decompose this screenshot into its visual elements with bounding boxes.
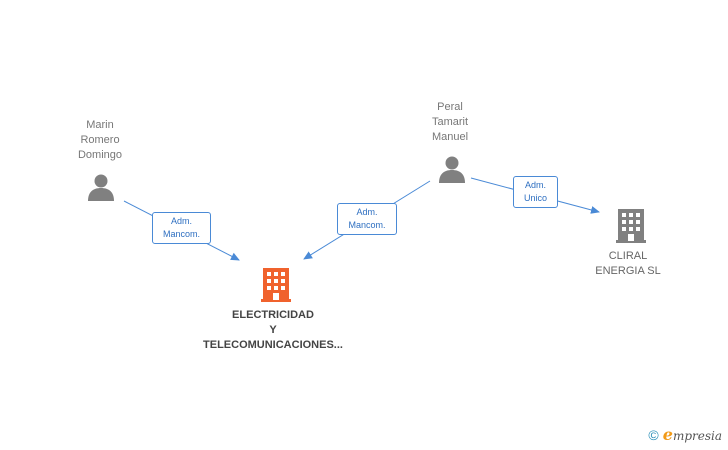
building-icon[interactable]: [616, 209, 646, 243]
edge-label-peral-cliral[interactable]: Adm. Unico: [513, 176, 558, 208]
brand-e: e: [662, 425, 673, 444]
building-icon[interactable]: [261, 268, 291, 302]
node-label-peral[interactable]: Peral Tamarit Manuel: [431, 101, 469, 143]
brand-text: mpresia: [672, 429, 722, 443]
edge-label-marin-electricidad[interactable]: Adm. Mancom.: [152, 212, 211, 244]
person-icon[interactable]: [439, 156, 465, 184]
person-icon[interactable]: [88, 174, 114, 202]
node-label-cliral[interactable]: CLIRAL ENERGIA SL: [595, 250, 661, 277]
brand-logo: © empresia: [648, 425, 722, 444]
edge-label-peral-electricidad[interactable]: Adm. Mancom.: [337, 203, 397, 235]
node-label-marin[interactable]: Marin Romero Domingo: [77, 119, 123, 161]
copyright-icon: ©: [648, 426, 659, 443]
node-label-electricidad[interactable]: ELECTRICIDAD Y TELECOMUNICACIONES...: [203, 309, 343, 351]
